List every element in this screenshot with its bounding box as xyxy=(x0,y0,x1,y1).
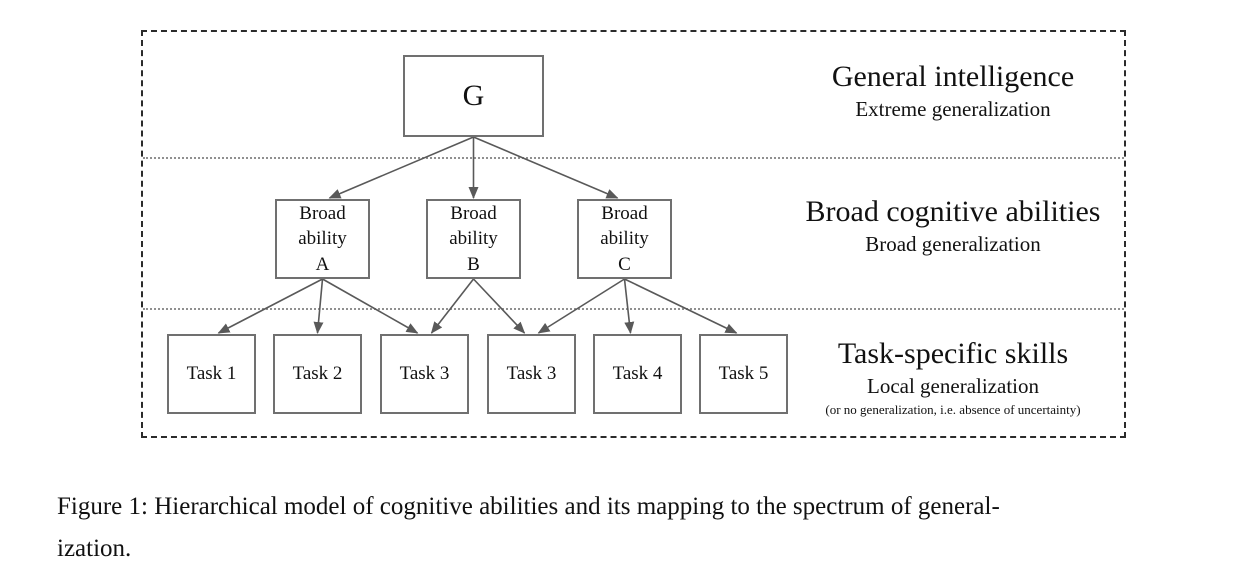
level-1-subtitle: Extreme generalization xyxy=(855,97,1051,121)
level-1-title: General intelligence xyxy=(831,60,1075,93)
node-broad-ability-a-label: Broad ability A xyxy=(298,203,347,275)
node-task-4: Task 4 xyxy=(593,334,682,414)
node-broad-ability-b: Broad ability B xyxy=(426,199,521,279)
edge-arrows-layer xyxy=(217,136,738,334)
node-broad-ability-c: Broad ability C xyxy=(577,199,672,279)
node-broad-ability-a: Broad ability A xyxy=(275,199,370,279)
node-g-label: G xyxy=(462,79,485,112)
level-separator-2 xyxy=(143,308,1124,310)
node-task-3-second: Task 3 xyxy=(487,334,576,414)
level-labels-column: General intelligence Extreme generalizat… xyxy=(793,32,1113,436)
node-task-1: Task 1 xyxy=(167,334,256,414)
node-task-2: Task 2 xyxy=(273,334,362,414)
level-3-note: (or no generalization, i.e. absence of u… xyxy=(825,402,1081,417)
node-g: G xyxy=(403,55,544,137)
node-task-2-label: Task 2 xyxy=(292,363,343,384)
node-task-3-second-label: Task 3 xyxy=(506,363,557,384)
level-label-general-intelligence: General intelligence Extreme generalizat… xyxy=(793,60,1113,122)
figure-frame: G Broad ability A Broad ability B Broad … xyxy=(141,30,1126,438)
node-task-3-first-label: Task 3 xyxy=(399,363,450,384)
node-task-5: Task 5 xyxy=(699,334,788,414)
figure-caption: Figure 1: Hierarchical model of cognitiv… xyxy=(57,493,1000,562)
level-3-title: Task-specific skills xyxy=(837,337,1069,370)
node-broad-ability-c-label: Broad ability C xyxy=(600,203,649,275)
level-separator-1 xyxy=(143,157,1124,159)
node-task-3-first: Task 3 xyxy=(380,334,469,414)
level-3-subtitle: Local generalization xyxy=(867,374,1039,398)
level-label-broad-cognitive-abilities: Broad cognitive abilities Broad generali… xyxy=(793,195,1113,257)
level-2-title: Broad cognitive abilities xyxy=(805,195,1101,228)
node-task-4-label: Task 4 xyxy=(612,363,663,384)
node-task-1-label: Task 1 xyxy=(186,363,237,384)
level-2-subtitle: Broad generalization xyxy=(865,232,1041,256)
node-task-5-label: Task 5 xyxy=(718,363,769,384)
level-label-task-specific-skills: Task-specific skills Local generalizatio… xyxy=(793,337,1113,418)
node-broad-ability-b-label: Broad ability B xyxy=(449,203,498,275)
